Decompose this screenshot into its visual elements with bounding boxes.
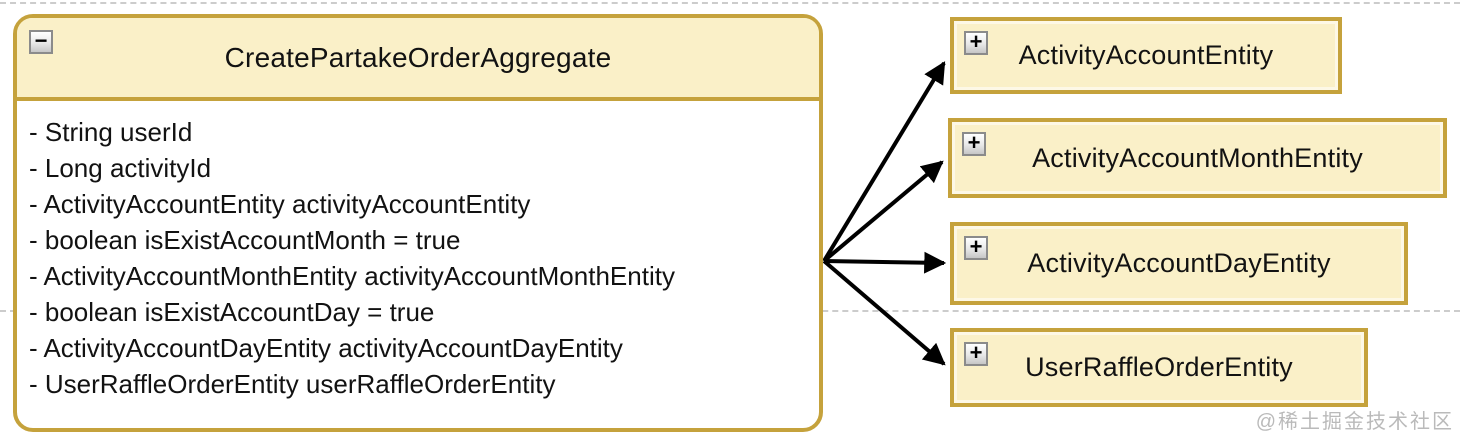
- expand-icon[interactable]: +: [962, 132, 986, 156]
- aggregate-field-list: - String userId - Long activityId - Acti…: [17, 101, 819, 402]
- aggregate-class-box[interactable]: − CreatePartakeOrderAggregate - String u…: [13, 14, 823, 432]
- field-is-exist-account-month: - boolean isExistAccountMonth = true: [29, 225, 461, 255]
- arrow-to-activity-account-entity: [822, 61, 946, 263]
- field-activity-account-entity: - ActivityAccountEntity activityAccountE…: [29, 189, 531, 219]
- field-is-exist-account-day: - boolean isExistAccountDay = true: [29, 297, 435, 327]
- aggregate-title: CreatePartakeOrderAggregate: [224, 41, 612, 73]
- entity-label: ActivityAccountEntity: [1018, 40, 1274, 70]
- expand-icon[interactable]: +: [964, 236, 988, 260]
- field-activity-id: - Long activityId: [29, 153, 212, 183]
- entity-label: UserRaffleOrderEntity: [1025, 352, 1293, 382]
- expand-icon[interactable]: +: [964, 31, 988, 55]
- arrow-to-activity-account-day-entity: [823, 251, 947, 274]
- entity-box-activity-account-month[interactable]: + ActivityAccountMonthEntity: [948, 118, 1447, 198]
- field-activity-account-day-entity: - ActivityAccountDayEntity activityAccou…: [29, 333, 623, 363]
- entity-label: ActivityAccountDayEntity: [1027, 248, 1331, 278]
- field-user-id: - String userId: [29, 117, 193, 147]
- entity-box-user-raffle-order[interactable]: + UserRaffleOrderEntity: [950, 328, 1368, 407]
- field-activity-account-month-entity: - ActivityAccountMonthEntity activityAcc…: [29, 261, 675, 291]
- field-user-raffle-order-entity: - UserRaffleOrderEntity userRaffleOrderE…: [29, 369, 556, 399]
- arrow-to-activity-account-month-entity: [822, 160, 944, 263]
- canvas-grid-dash-top: [0, 2, 1460, 4]
- watermark-text: @稀土掘金技术社区: [1255, 411, 1454, 433]
- arrow-to-user-raffle-order-entity: [822, 259, 946, 366]
- entity-box-activity-account[interactable]: + ActivityAccountEntity: [950, 17, 1342, 94]
- expand-icon[interactable]: +: [964, 342, 988, 366]
- aggregate-header: − CreatePartakeOrderAggregate: [17, 18, 819, 101]
- entity-label: ActivityAccountMonthEntity: [1032, 142, 1363, 173]
- collapse-icon[interactable]: −: [29, 30, 53, 54]
- entity-box-activity-account-day[interactable]: + ActivityAccountDayEntity: [950, 222, 1408, 305]
